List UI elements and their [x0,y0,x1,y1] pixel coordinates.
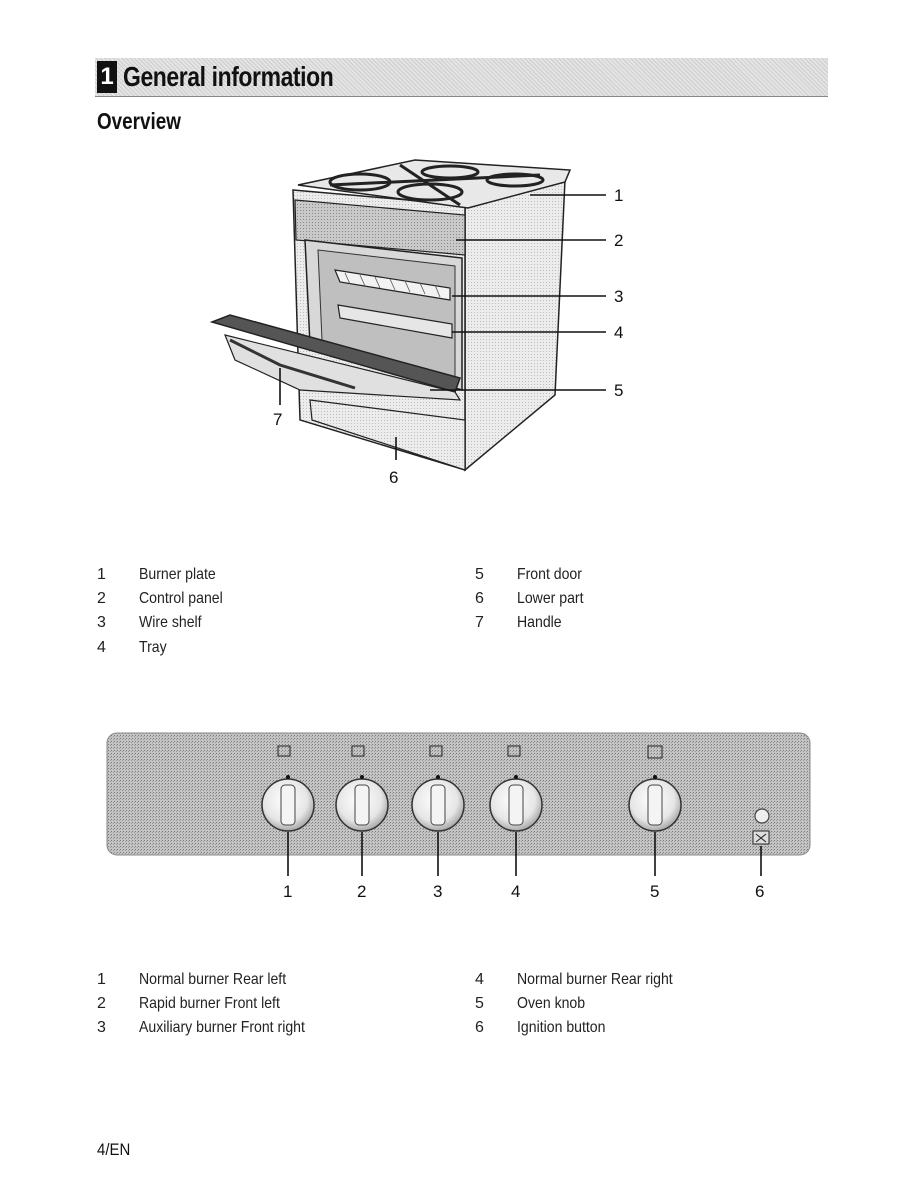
cooker-illustration: 1 2 3 4 5 6 7 [209,159,623,487]
door-handle [229,338,356,390]
callout-6: 6 [389,468,398,487]
callout-3: 3 [614,287,623,306]
callout-4: 4 [614,323,623,342]
knob-3 [411,745,465,832]
oven-symbol-icon [647,745,663,759]
callout-7: 7 [273,410,282,429]
panel-callout-2: 2 [357,882,366,901]
panel-callout-3: 3 [433,882,442,901]
section-title: Overview [97,108,181,134]
front-door [209,314,461,393]
pan-supports [328,163,545,207]
callout-2: 2 [614,231,623,250]
callout-5: 5 [614,381,623,400]
lower-part [309,399,466,471]
knob-5 [628,745,682,832]
burner-symbol-icon [277,745,291,757]
control-panel [294,199,466,256]
ignition-button-icon [754,808,770,824]
panel-callout-5: 5 [650,882,659,901]
burner-symbol-icon [507,745,521,757]
chapter-number: 1 [97,61,117,93]
ignition-button [752,808,770,845]
page-number: 4/EN [97,1140,131,1159]
control-panel-illustration: 1 2 3 4 5 6 [106,732,811,901]
knob-2 [335,745,389,832]
chapter-title: General information [123,61,334,92]
panel-callout-1: 1 [283,882,292,901]
callout-1: 1 [614,186,623,205]
burner-symbol-icon [429,745,443,757]
knob-1 [261,745,315,832]
burner-symbol-icon [351,745,365,757]
knob-4 [489,745,543,832]
chapter-header: 1 General information [95,58,828,97]
panel-callout-4: 4 [511,882,520,901]
tray [337,304,453,339]
panel-callout-6: 6 [755,882,764,901]
